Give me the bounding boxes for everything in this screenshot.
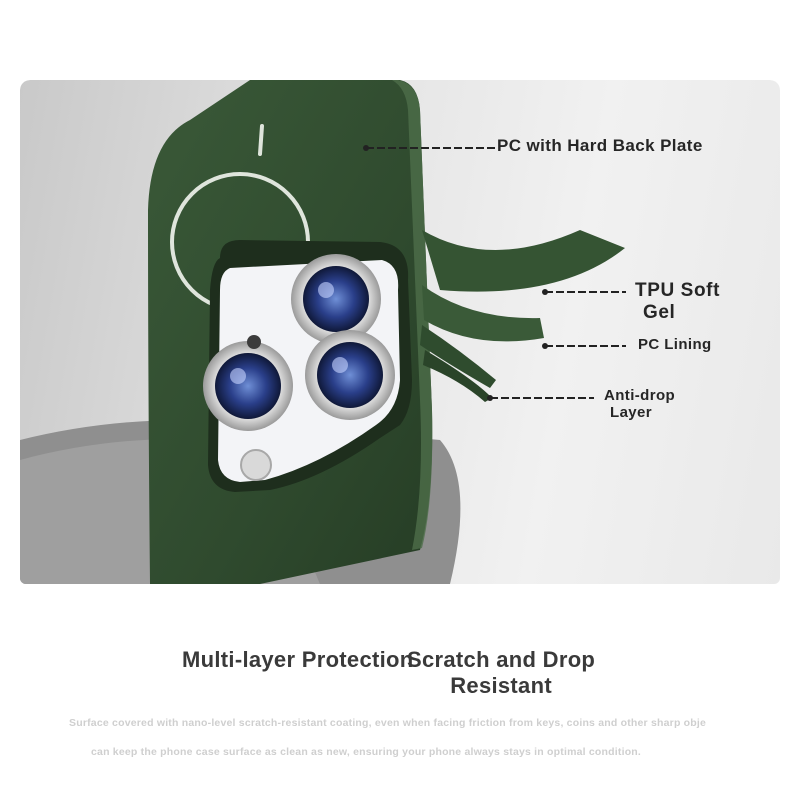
headline-multi-layer: Multi-layer Protection bbox=[182, 647, 414, 672]
mic bbox=[247, 335, 261, 349]
callout-tpu-line2: Gel bbox=[643, 301, 676, 323]
phone-case-illustration bbox=[20, 80, 626, 584]
product-photo: PC with Hard Back Plate TPU Soft Gel PC … bbox=[20, 80, 780, 584]
product-card: PC with Hard Back Plate TPU Soft Gel PC … bbox=[20, 80, 780, 780]
layer-hard-plate bbox=[422, 230, 625, 292]
callout-anti-drop-line2: Layer bbox=[610, 404, 653, 422]
layer-tpu bbox=[422, 285, 544, 342]
flash bbox=[240, 449, 272, 481]
headline-scratch-drop: Scratch and Drop Resistant bbox=[407, 647, 595, 699]
callout-anti-drop-line1: Anti-drop bbox=[604, 387, 676, 404]
layer-anti-drop bbox=[423, 350, 492, 402]
layer-pc-lining bbox=[420, 325, 496, 388]
description-line-2: can keep the phone case surface as clean… bbox=[91, 746, 642, 758]
headline-scratch-line2: Resistant bbox=[450, 673, 552, 698]
callout-tpu-soft-gel: TPU Soft Gel bbox=[635, 280, 720, 324]
lens-right bbox=[317, 342, 383, 408]
description-line-1: Surface covered with nano-level scratch-… bbox=[69, 717, 707, 729]
callout-anti-drop: Anti-drop Layer bbox=[604, 387, 675, 422]
callout-hard-back-plate: PC with Hard Back Plate bbox=[497, 136, 703, 155]
callout-pc-lining: PC Lining bbox=[638, 336, 712, 353]
headline-scratch-line1: Scratch and Drop bbox=[407, 647, 596, 672]
lens-top bbox=[303, 266, 369, 332]
callout-tpu-line1: TPU Soft bbox=[635, 280, 721, 301]
lens-left bbox=[215, 353, 281, 419]
